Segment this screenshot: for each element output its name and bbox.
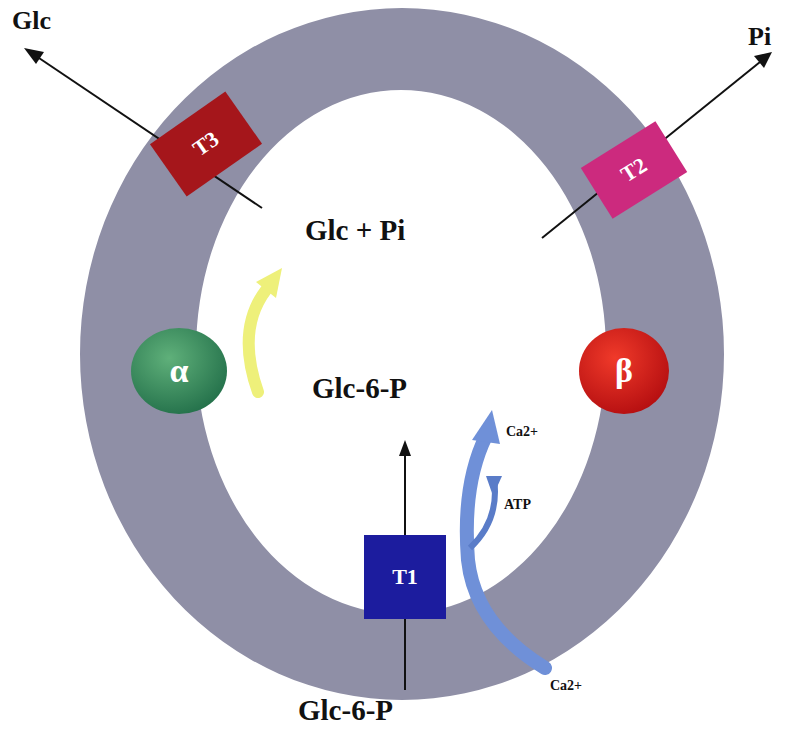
arrow-head — [472, 410, 500, 444]
node-text: T1 — [392, 564, 418, 590]
enzyme-beta: β — [579, 328, 669, 414]
phosphate-arrow — [542, 62, 760, 238]
node-text: α — [170, 352, 189, 390]
substrate-lumen-label: Glc-6-P — [312, 372, 407, 405]
phosphate-label: Pi — [748, 22, 771, 52]
arrow-head — [754, 52, 772, 68]
arrow-head — [256, 268, 282, 298]
enzyme-beta-shape — [579, 328, 669, 414]
node-text: T2 — [616, 152, 652, 188]
products-label: Glc + Pi — [305, 214, 405, 247]
substrate-cytosol-label: Glc-6-P — [298, 694, 393, 727]
arrow-head — [486, 476, 502, 496]
calcium-pump-arrow — [467, 436, 545, 668]
hydrolysis-arrow — [249, 290, 266, 392]
glucose-arrow — [36, 56, 262, 208]
node-text: β — [615, 352, 633, 390]
atp-label: ATP — [504, 497, 531, 513]
er-membrane-ring — [80, 8, 724, 700]
transporter-t1: T1 — [364, 535, 446, 619]
calcium-label: Ca2+ — [506, 424, 538, 440]
arrow-head — [24, 48, 44, 64]
calcium-label: Ca2+ — [550, 678, 582, 694]
enzyme-alpha-shape — [131, 328, 227, 414]
arrow-head — [399, 440, 411, 456]
node-text: T3 — [188, 126, 224, 162]
enzyme-alpha: α — [131, 328, 227, 414]
glucose-label: Glc — [12, 6, 51, 36]
